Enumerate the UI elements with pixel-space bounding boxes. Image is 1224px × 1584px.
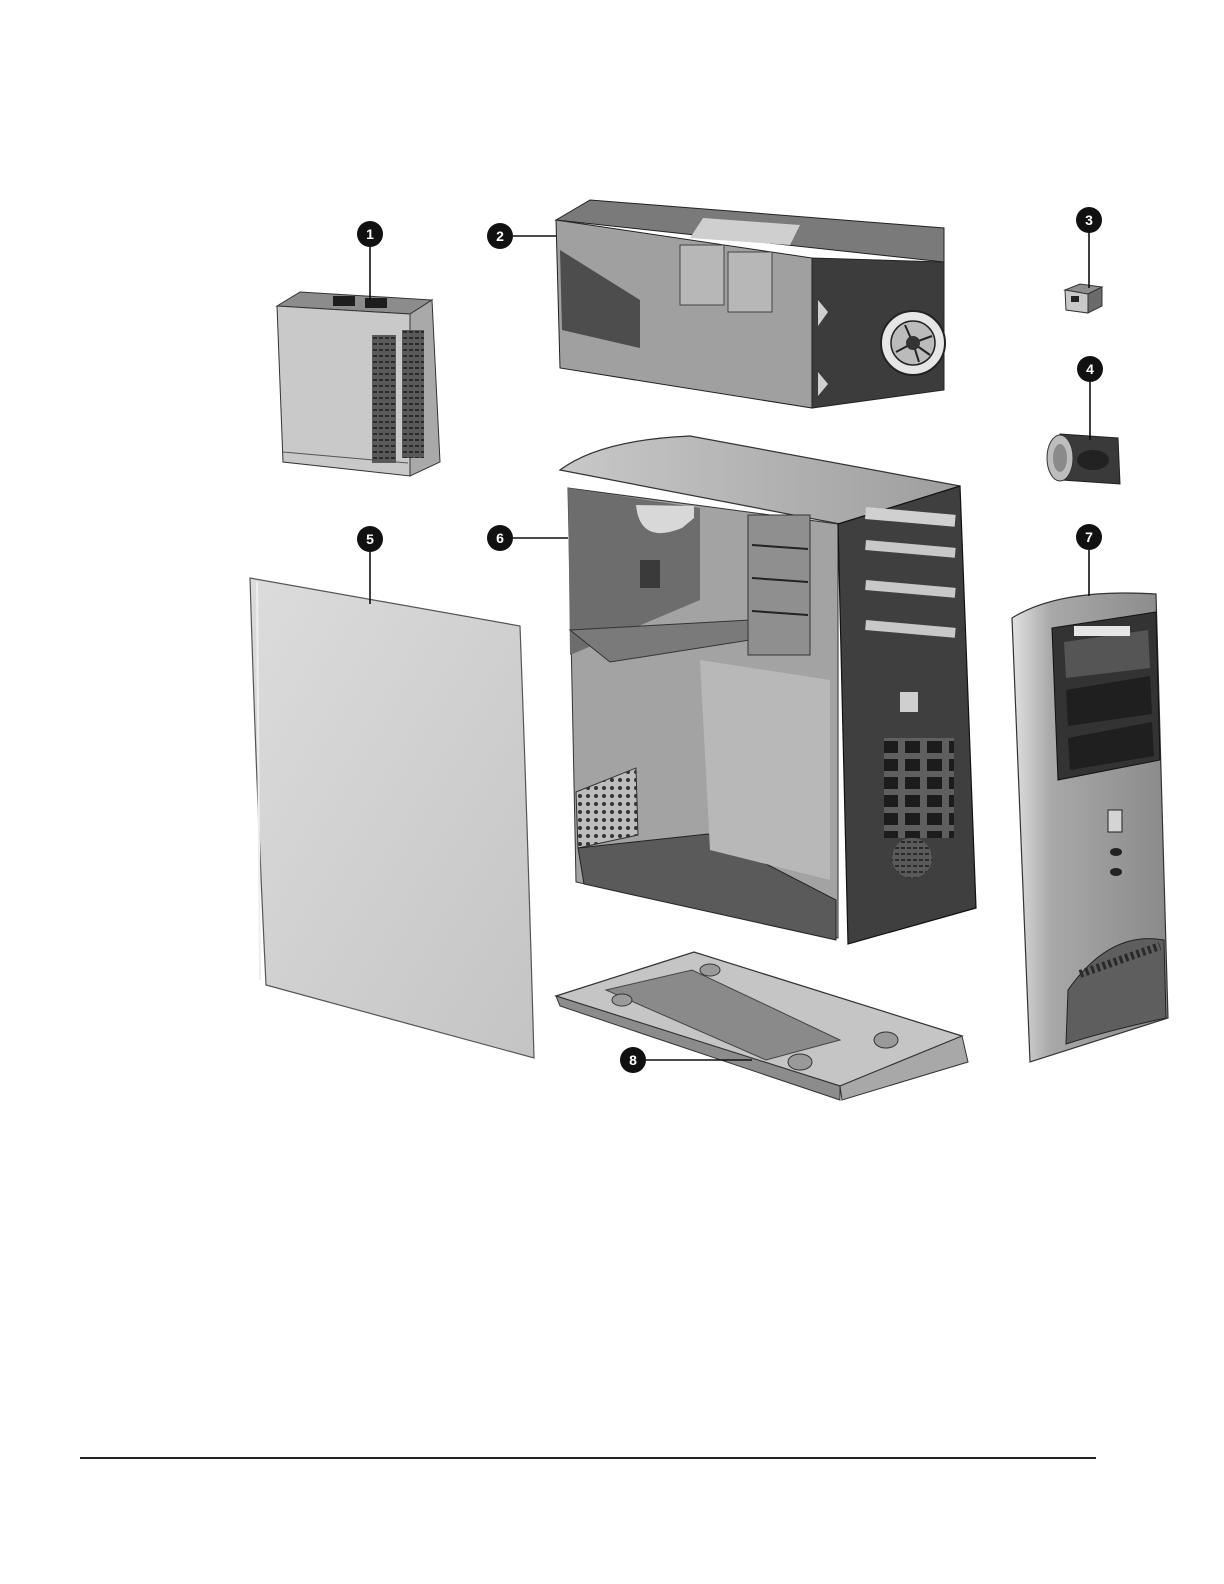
- footer-rule: [80, 1457, 1096, 1459]
- callout-5: 5: [357, 526, 383, 552]
- svg-text:4: 4: [1086, 361, 1094, 377]
- svg-text:5: 5: [366, 531, 374, 547]
- access-panel: [250, 578, 534, 1058]
- svg-text:7: 7: [1085, 529, 1093, 545]
- svg-text:6: 6: [496, 530, 504, 546]
- callout-6: 6: [487, 525, 513, 551]
- drive-cage: [556, 200, 945, 408]
- callout-3: 3: [1076, 207, 1102, 233]
- callout-1: 1: [357, 221, 383, 247]
- callout-2: 2: [487, 223, 513, 249]
- chassis: [560, 436, 976, 944]
- base-foot: [556, 952, 968, 1100]
- power-supply: [277, 292, 440, 476]
- power-switch-assembly: [1065, 284, 1102, 313]
- callout-7: 7: [1076, 524, 1102, 550]
- callout-8: 8: [620, 1047, 646, 1073]
- svg-text:3: 3: [1085, 212, 1093, 228]
- callout-4: 4: [1077, 356, 1103, 382]
- speaker: [1047, 434, 1120, 484]
- svg-text:1: 1: [366, 226, 374, 242]
- front-bezel: [1012, 593, 1168, 1062]
- svg-text:8: 8: [629, 1052, 637, 1068]
- svg-text:2: 2: [496, 228, 504, 244]
